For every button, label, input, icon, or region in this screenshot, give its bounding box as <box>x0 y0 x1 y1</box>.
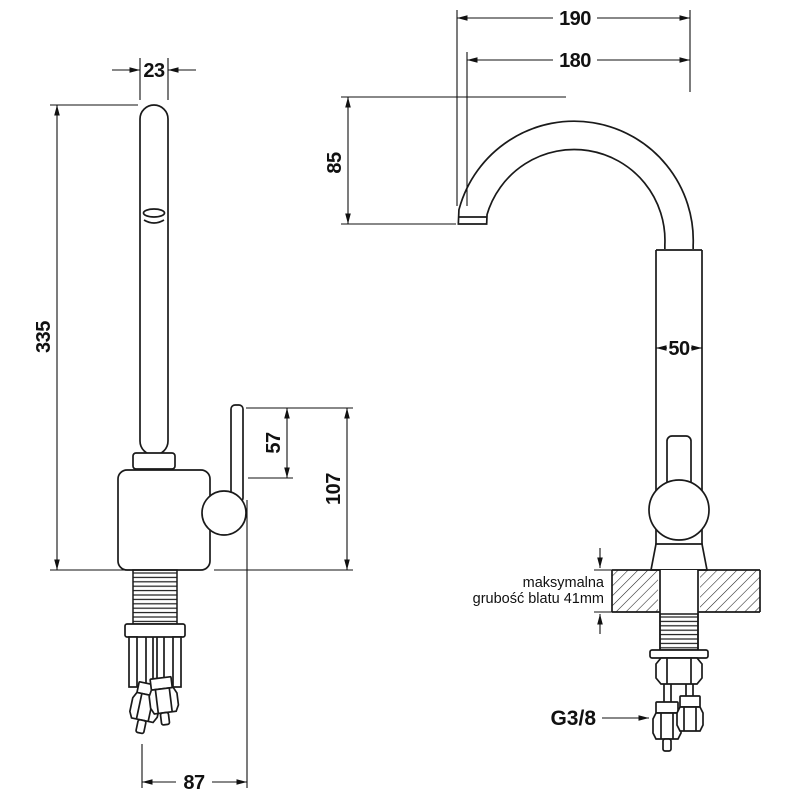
side-shank-body <box>660 570 698 614</box>
dim-label-spout-width: 23 <box>143 60 165 82</box>
thread-spec-label: G3/8 <box>550 707 596 730</box>
dim-label-handle-to-body: 57 <box>263 432 285 454</box>
front-mounting-bracket <box>124 623 186 638</box>
front-handle-hub <box>201 490 247 536</box>
countertop-hatch-left <box>612 570 658 612</box>
front-hose-fitting-right <box>148 675 180 726</box>
front-supply-hoses <box>145 637 165 684</box>
side-washer <box>649 649 709 659</box>
side-base-flare <box>649 543 709 571</box>
countertop-thickness-note: maksymalna grubość blatu 41mm <box>473 548 612 634</box>
front-aerator-lip <box>143 219 165 224</box>
countertop-hatch-right <box>700 570 760 612</box>
dim-base-depth: 87 <box>141 500 248 794</box>
thread-spec-callout: G3/8 <box>550 707 649 730</box>
dim-label-overall-reach: 190 <box>559 8 591 30</box>
dim-body-diameter: 50 <box>656 338 702 360</box>
dim-label-body-diameter: 50 <box>668 338 690 360</box>
side-supply-hoses <box>663 684 694 702</box>
side-mounting-nut <box>655 657 703 685</box>
dim-overall-reach: 190 <box>456 8 691 206</box>
dim-spout-width: 23 <box>112 58 196 100</box>
front-mounting-stud-right <box>172 636 182 688</box>
dim-label-spout-reach: 180 <box>559 50 591 72</box>
front-view <box>117 104 247 735</box>
side-handle-hub <box>648 479 710 541</box>
countertop-note-line1: maksymalna <box>523 575 605 591</box>
front-mounting-stud-left <box>128 636 138 688</box>
dim-label-spout-drop: 85 <box>324 152 346 174</box>
dim-spout-drop: 85 <box>324 96 566 225</box>
side-threaded-shank <box>659 613 699 651</box>
front-collar <box>132 452 176 470</box>
front-spout-column <box>139 104 169 456</box>
side-hose-fitting-right <box>676 695 704 732</box>
front-threaded-shank <box>132 569 178 625</box>
front-aerator <box>142 208 166 218</box>
dim-handle-heights: 57 107 <box>214 407 353 571</box>
dim-label-base-depth: 87 <box>183 772 205 794</box>
front-handle-lever <box>230 404 244 503</box>
dim-label-overall-height: 335 <box>33 321 55 353</box>
side-view <box>457 120 761 752</box>
front-body <box>117 469 211 571</box>
countertop-note-line2: grubość blatu 41mm <box>473 591 604 607</box>
dim-label-handle-to-deck: 107 <box>323 473 345 505</box>
dim-spout-reach: 180 <box>466 50 690 206</box>
dim-overall-height: 335 <box>33 104 138 571</box>
